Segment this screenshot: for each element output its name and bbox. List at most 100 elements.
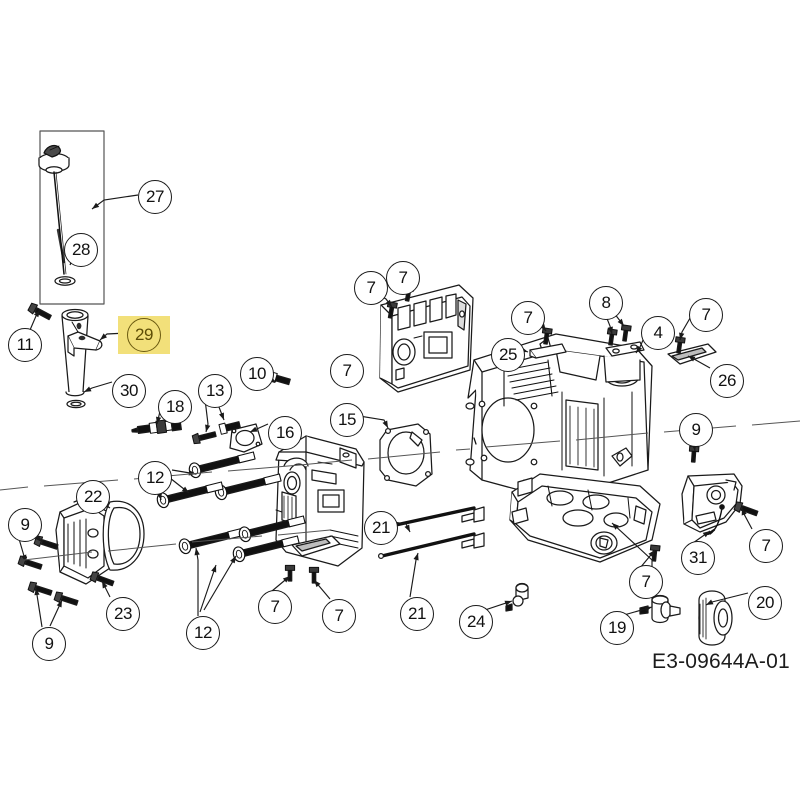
leader-21a-arrowhead — [404, 524, 410, 532]
leader-23-arrowhead — [102, 581, 108, 589]
callout-label: 12 — [146, 468, 164, 487]
callout-28[interactable]: 28 — [64, 233, 98, 267]
leader-7d-arrowhead — [539, 323, 546, 331]
callout-label: 9 — [691, 420, 701, 439]
callout-7[interactable]: 7 — [322, 599, 356, 633]
callout-4[interactable]: 4 — [641, 316, 675, 350]
callout-8[interactable]: 8 — [589, 286, 623, 320]
callout-31[interactable]: 31 — [681, 541, 715, 575]
leader-13a-arrowhead — [205, 424, 211, 432]
leader-7h-arrowhead — [741, 508, 747, 516]
leader-8a-arrowhead — [607, 326, 613, 334]
callout-10[interactable]: 10 — [240, 357, 274, 391]
leader-12b3 — [203, 555, 237, 611]
callout-7[interactable]: 7 — [629, 565, 663, 599]
dipstick-part — [38, 144, 76, 286]
callout-11[interactable]: 11 — [8, 328, 42, 362]
callout-label: 7 — [366, 278, 376, 297]
bracket-4 — [605, 341, 645, 357]
callout-label: 12 — [194, 623, 212, 642]
oil-fill-tube — [61, 308, 103, 409]
callout-16[interactable]: 16 — [268, 416, 302, 450]
callout-label: 20 — [756, 593, 774, 612]
leader-29-arrowhead — [100, 333, 107, 340]
leader-12a2-arrowhead — [181, 486, 189, 493]
callout-label: 24 — [467, 612, 485, 631]
callout-7[interactable]: 7 — [749, 529, 783, 563]
leader-9a2-arrowhead — [35, 535, 42, 542]
callout-12[interactable]: 12 — [186, 616, 220, 650]
callout-9[interactable]: 9 — [8, 508, 42, 542]
callout-7[interactable]: 7 — [330, 354, 364, 388]
leader-13b-arrowhead — [219, 412, 224, 420]
leader-26-arrowhead — [688, 356, 696, 362]
callout-label: 9 — [20, 515, 30, 534]
callout-15[interactable]: 15 — [330, 403, 364, 437]
callout-label: 7 — [523, 308, 533, 327]
callout-23[interactable]: 23 — [106, 597, 140, 631]
leader-7e-arrowhead — [282, 576, 290, 583]
callout-29[interactable]: 29 — [127, 318, 161, 352]
callout-label: 7 — [342, 361, 352, 380]
crankcase-cover — [509, 473, 661, 563]
callout-19[interactable]: 19 — [600, 611, 634, 645]
centerline-bolts — [23, 529, 331, 561]
leader-21b-arrowhead — [413, 553, 419, 561]
blower-housing — [379, 284, 474, 393]
leader-7g-arrowhead — [679, 332, 685, 340]
callout-label: 8 — [601, 293, 611, 312]
callout-label: 9 — [44, 634, 54, 653]
callout-30[interactable]: 30 — [112, 374, 146, 408]
bolt-12b — [213, 469, 283, 502]
callout-label: 21 — [408, 604, 426, 623]
leader-19-long-arrowhead — [612, 523, 619, 530]
callout-7[interactable]: 7 — [689, 298, 723, 332]
callout-label: 26 — [718, 371, 736, 390]
callout-label: 21 — [372, 518, 390, 537]
bracket-26 — [667, 343, 717, 365]
callout-27[interactable]: 27 — [138, 180, 172, 214]
callout-7[interactable]: 7 — [511, 301, 545, 335]
leader-9b2-arrowhead — [56, 600, 62, 608]
callout-22[interactable]: 22 — [76, 480, 110, 514]
callout-label: 29 — [135, 325, 153, 344]
leader-9b1-arrowhead — [34, 588, 40, 596]
leader-12b2 — [199, 564, 217, 613]
screw-8b — [619, 324, 632, 343]
callout-9[interactable]: 9 — [679, 413, 713, 447]
leader-27-arrowhead — [92, 202, 100, 209]
leader-19-arrowhead — [644, 606, 652, 612]
callout-label: 15 — [338, 410, 356, 429]
callout-12[interactable]: 12 — [138, 461, 172, 495]
callout-20[interactable]: 20 — [748, 586, 782, 620]
callout-label: 7 — [334, 606, 344, 625]
leader-30-arrowhead — [84, 386, 92, 392]
callout-label: 19 — [608, 618, 626, 637]
callout-label: 28 — [72, 240, 90, 259]
fitting-24 — [505, 582, 529, 612]
callout-7[interactable]: 7 — [258, 590, 292, 624]
callout-9[interactable]: 9 — [32, 627, 66, 661]
callout-label: 11 — [16, 335, 34, 354]
side-bracket — [681, 473, 743, 536]
leader-24-arrowhead — [504, 600, 512, 606]
callout-18[interactable]: 18 — [158, 390, 192, 424]
callout-24[interactable]: 24 — [459, 605, 493, 639]
callout-7[interactable]: 7 — [354, 271, 388, 305]
leader-7f-arrowhead — [314, 580, 321, 588]
callout-26[interactable]: 26 — [710, 364, 744, 398]
leader-7a-arrowhead — [385, 299, 392, 307]
callout-21[interactable]: 21 — [364, 511, 398, 545]
callout-7[interactable]: 7 — [386, 261, 420, 295]
callout-25[interactable]: 25 — [491, 338, 525, 372]
callout-label: 4 — [653, 323, 663, 342]
leader-8b-arrowhead — [617, 318, 624, 326]
gasket-strip — [291, 535, 341, 557]
callout-13[interactable]: 13 — [198, 374, 232, 408]
callout-21[interactable]: 21 — [400, 597, 434, 631]
leader-arrowheads — [21, 202, 747, 612]
centerline-left — [0, 464, 301, 491]
callout-label: 27 — [146, 187, 164, 206]
bracket-25 — [529, 343, 567, 359]
